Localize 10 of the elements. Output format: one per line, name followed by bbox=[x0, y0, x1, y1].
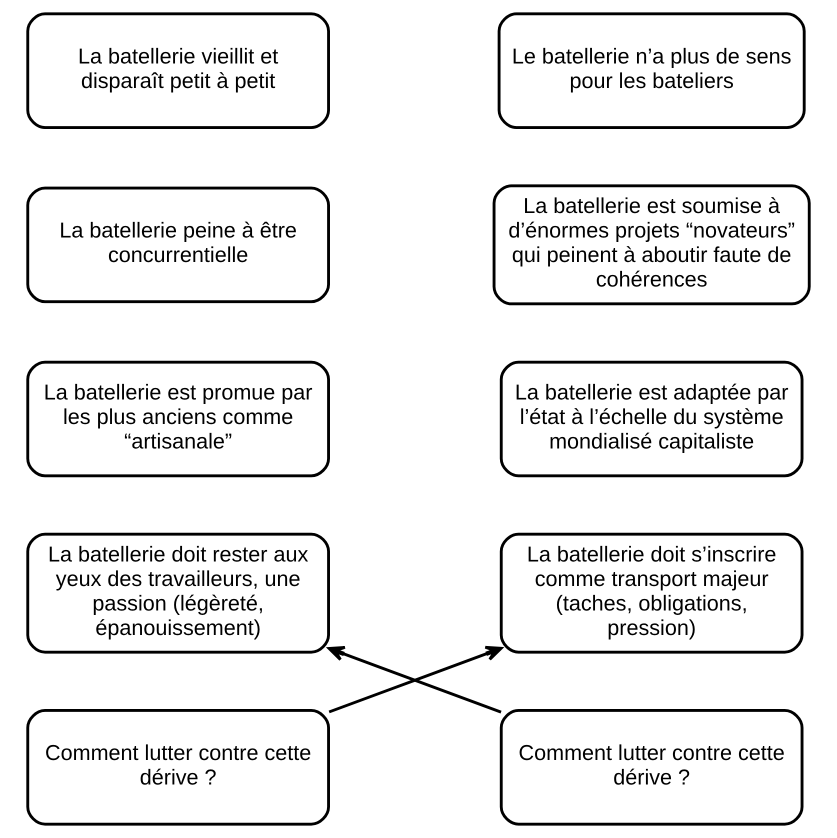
node-box: La batellerie doit rester aux yeux des travailleurs, une passion (légèreté, épanouissement) bbox=[26, 532, 330, 654]
node-box: Comment lutter contre cette dérive ? bbox=[26, 709, 330, 826]
node-box: La batellerie peine à être concurrentielle bbox=[26, 186, 330, 304]
node-box: La batellerie doit s’inscrire comme transport majeur (taches, obligations, pression) bbox=[500, 532, 804, 654]
node-box: La batellerie est promue par les plus anciens comme “artisanale” bbox=[26, 360, 330, 478]
node-box: Le batellerie n’a plus de sens pour les bateliers bbox=[498, 12, 806, 129]
node-box: La batellerie est adaptée par l’état à l’échelle du système mondialisé capitaliste bbox=[500, 360, 804, 478]
node-box: Comment lutter contre cette dérive ? bbox=[500, 709, 804, 826]
node-box: La batellerie vieillit et disparaît petit à petit bbox=[26, 12, 330, 129]
node-box: La batellerie est soumise à d’énormes projets “novateurs” qui peinent à aboutir faute de cohérences bbox=[492, 184, 811, 306]
